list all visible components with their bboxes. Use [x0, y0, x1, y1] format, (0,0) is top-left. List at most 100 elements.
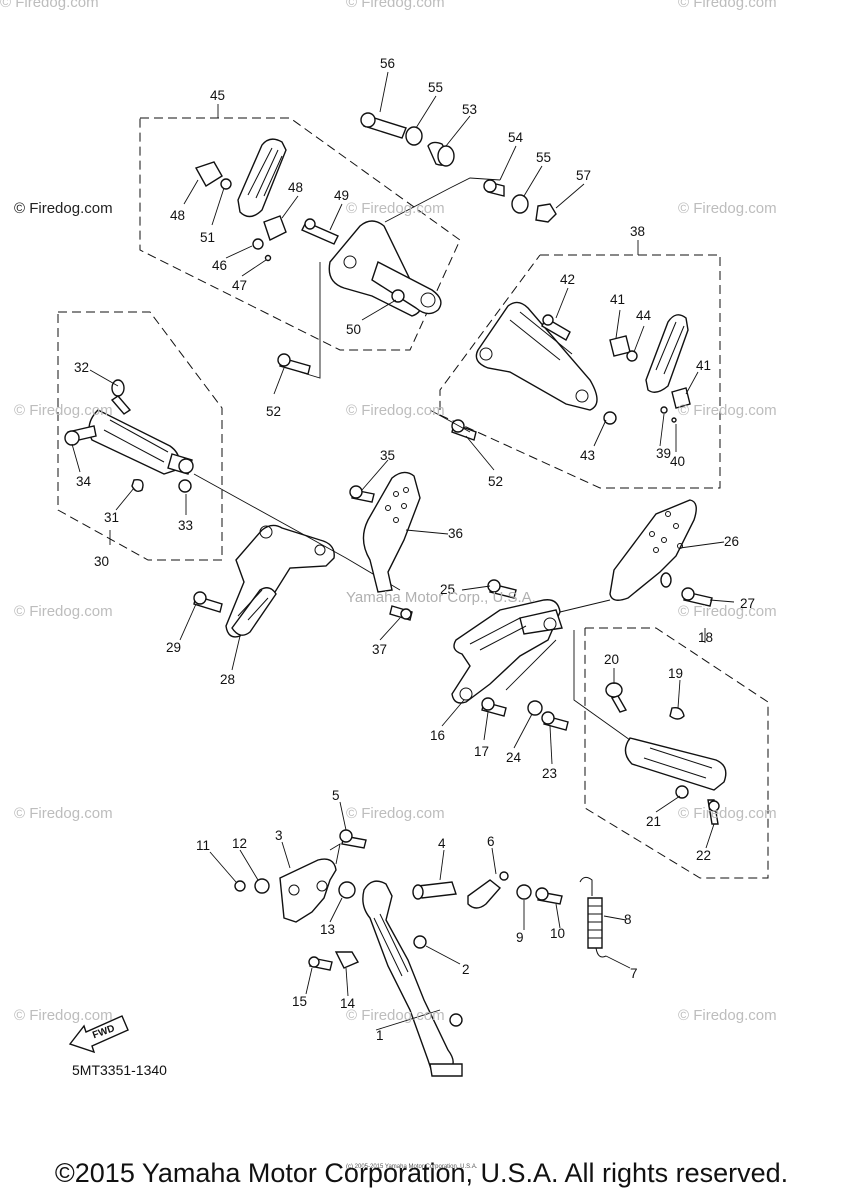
- callout-26: 26: [724, 534, 739, 549]
- group-18-frame: [584, 627, 769, 879]
- watermark: © Firedog.com: [678, 200, 777, 217]
- callout-22: 22: [696, 848, 711, 863]
- callout-38: 38: [630, 224, 645, 239]
- group-30-frame: [57, 311, 223, 561]
- front-footrest-right: [573, 630, 727, 825]
- leader-lines: [71, 71, 735, 1031]
- callout-2: 2: [462, 962, 470, 977]
- callout-7: 7: [630, 966, 638, 981]
- callout-50: 50: [346, 322, 361, 337]
- callout-36: 36: [448, 526, 463, 541]
- callout-4: 4: [438, 836, 446, 851]
- callout-49: 49: [334, 188, 349, 203]
- watermark: © Firedog.com: [346, 805, 445, 822]
- callout-15: 15: [292, 994, 307, 1009]
- callout-1: 1: [376, 1028, 384, 1043]
- callout-41: 41: [610, 292, 625, 307]
- front-footrest-bracket-left: [193, 473, 401, 638]
- callout-5: 5: [332, 788, 340, 803]
- watermark: © Firedog.com: [346, 1007, 445, 1024]
- watermark: © Firedog.com: [678, 1007, 777, 1024]
- callout-48b: 48: [288, 180, 303, 195]
- callout-35: 35: [380, 448, 395, 463]
- callout-23: 23: [542, 766, 557, 781]
- catalog-code: 5MT3351-1340: [72, 1062, 167, 1078]
- callout-11: 11: [196, 838, 210, 853]
- callout-33: 33: [178, 518, 193, 533]
- callout-16: 16: [430, 728, 445, 743]
- watermark: © Firedog.com: [346, 402, 445, 419]
- watermark: © Firedog.com: [14, 402, 113, 419]
- callout-32: 32: [74, 360, 89, 375]
- callout-6: 6: [487, 834, 495, 849]
- callout-44: 44: [636, 308, 652, 323]
- callout-52: 52: [266, 404, 281, 419]
- watermark: © Firedog.com: [678, 0, 777, 11]
- callout-53: 53: [462, 102, 477, 117]
- callout-40: 40: [670, 454, 685, 469]
- watermark: © Firedog.com: [14, 805, 113, 822]
- fwd-arrow: FWD: [68, 1015, 129, 1054]
- watermark: © Firedog.com: [346, 200, 445, 217]
- sidestand-bracket: [234, 829, 367, 923]
- callout-27: 27: [740, 596, 755, 611]
- sidestand: [308, 871, 563, 1077]
- callout-37: 37: [372, 642, 387, 657]
- callout-48: 48: [170, 208, 185, 223]
- callout-8: 8: [624, 912, 632, 927]
- heel-guard-left: [349, 471, 421, 621]
- callout-47: 47: [232, 278, 247, 293]
- center-mark: Yamaha Motor Corp., U.S.A.: [346, 589, 536, 606]
- callout-3: 3: [275, 828, 283, 843]
- callout-21: 21: [646, 814, 661, 829]
- callout-51: 51: [200, 230, 215, 245]
- callout-14: 14: [340, 996, 356, 1011]
- group-45-frame: [139, 104, 461, 351]
- callout-54: 54: [508, 130, 524, 145]
- bolts-52: [277, 262, 477, 441]
- callout-10: 10: [550, 926, 565, 941]
- callout-30: 30: [94, 554, 109, 569]
- rear-footrest-right: [609, 314, 691, 423]
- callout-39: 39: [656, 446, 671, 461]
- front-footrest-bracket-right: [451, 579, 611, 731]
- callout-55: 55: [428, 80, 443, 95]
- callout-45: 45: [210, 88, 225, 103]
- watermark: © Firedog.com: [0, 0, 99, 11]
- rear-footrest-left: [194, 138, 287, 262]
- callout-46: 46: [212, 258, 227, 273]
- callout-43: 43: [580, 448, 595, 463]
- callout-57: 57: [576, 168, 591, 183]
- watermark: © Firedog.com: [678, 805, 777, 822]
- callout-18: 18: [698, 630, 713, 645]
- callout-31: 31: [104, 510, 119, 525]
- rear-footrest-bracket-left: [301, 218, 442, 317]
- callout-34: 34: [76, 474, 92, 489]
- callout-20: 20: [604, 652, 619, 667]
- callout-12: 12: [232, 836, 247, 851]
- callout-25: 25: [440, 582, 455, 597]
- callout-56: 56: [380, 56, 395, 71]
- callout-19: 19: [668, 666, 683, 681]
- watermark: © Firedog.com: [346, 0, 445, 11]
- watermark: © Firedog.com: [14, 1007, 113, 1024]
- callout-41b: 41: [696, 358, 711, 373]
- group-38-frame: [439, 240, 721, 489]
- sidestand-spring: [579, 876, 607, 958]
- callout-42: 42: [560, 272, 575, 287]
- watermark: © Firedog.com: [678, 402, 777, 419]
- callout-13: 13: [320, 922, 335, 937]
- callout-28: 28: [220, 672, 235, 687]
- callout-24: 24: [506, 750, 522, 765]
- rear-footrest-bracket-right: [475, 301, 617, 425]
- callout-9: 9: [516, 930, 524, 945]
- callout-55b: 55: [536, 150, 551, 165]
- footer-copyright: ©2015 Yamaha Motor Corporation, U.S.A. A…: [54, 1158, 789, 1188]
- callout-labels: 1 2 3 4 5 6 7 8 9 10 11 12 13 14 15 16 1…: [74, 56, 755, 1043]
- pivot-hardware: [360, 112, 557, 223]
- watermark: © Firedog.com: [14, 603, 113, 620]
- watermark: © Firedog.com: [678, 603, 777, 620]
- footer-small-copyright: (c) 2005-2015 Yamaha Motor Corporation, …: [346, 1164, 478, 1170]
- callout-29: 29: [166, 640, 181, 655]
